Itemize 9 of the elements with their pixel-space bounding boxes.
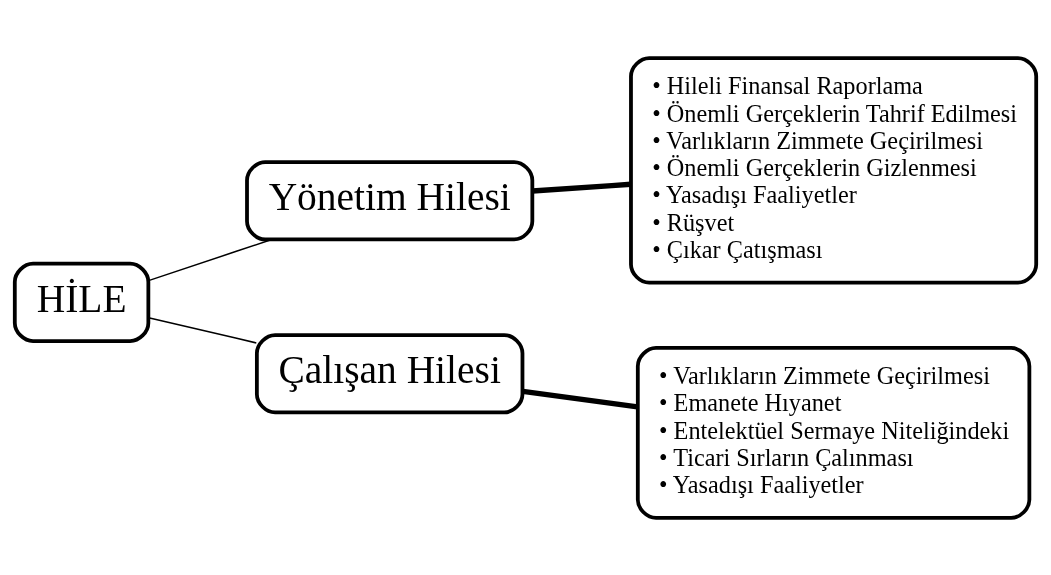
node-box: HİLE (12, 261, 151, 343)
connector (522, 388, 638, 409)
connector (147, 238, 273, 281)
node-box: • Hileli Finansal Raporlama • Önemli Gerçeklerin Tahrif Edilmesi • Varlıkların Zimmete Geçirilmesi • Önemli Gerçeklerin Gizlenmesi • Yasadışı Faaliyetler • Rüşvet • Çıkar Çatışması (629, 55, 1039, 285)
connector (147, 316, 258, 344)
node-box: • Varlıkların Zimmete Geçirilmesi • Emanete Hıyanet • Entelektüel Sermaye Niteliğindeki • Ticari Sırların Çalınması • Yasadışı Faaliyetler (635, 345, 1032, 520)
node-box: Yönetim Hilesi (245, 159, 535, 241)
connector (532, 181, 632, 194)
node-box: Çalışan Hilesi (254, 332, 525, 414)
